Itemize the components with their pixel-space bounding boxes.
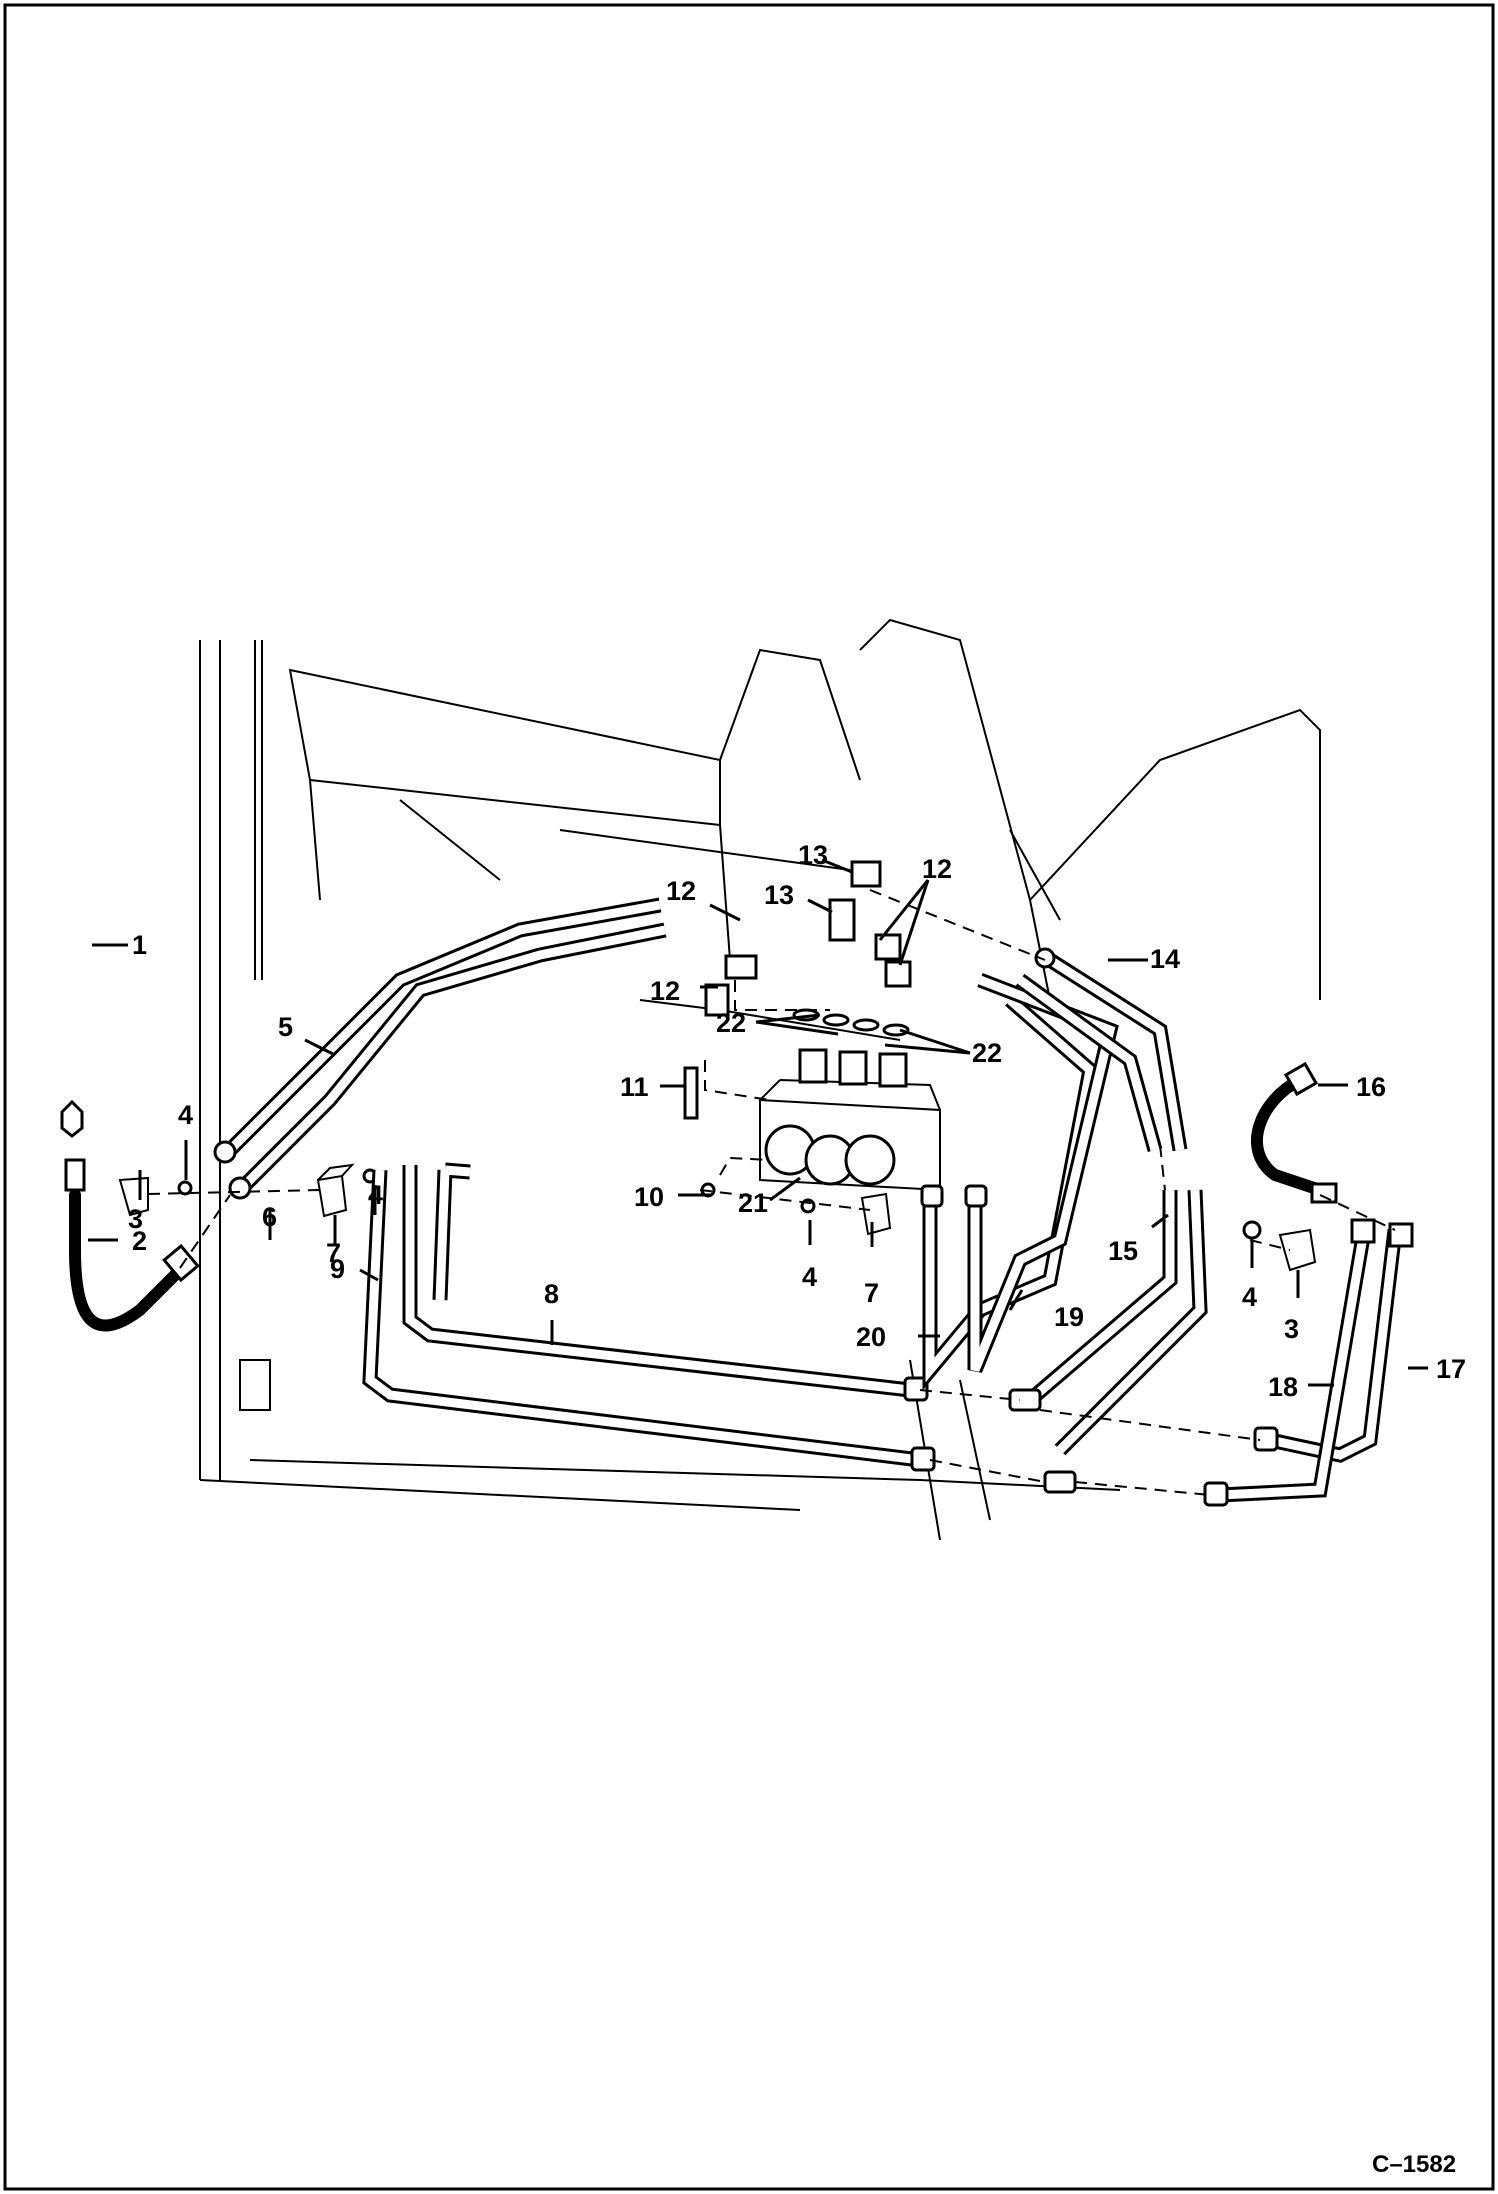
callout-20: 20 bbox=[856, 1322, 886, 1352]
diagram-border bbox=[3, 3, 1495, 2191]
callout-12-right: 12 bbox=[922, 854, 952, 884]
alignment-lines bbox=[147, 889, 1396, 1496]
callout-22-left: 22 bbox=[716, 1008, 746, 1038]
callout-4-right: 4 bbox=[1242, 1282, 1257, 1312]
callout-3-right: 3 bbox=[1284, 1314, 1299, 1344]
callout-17: 17 bbox=[1436, 1354, 1466, 1384]
callout-21: 21 bbox=[738, 1188, 768, 1218]
callout-22-right: 22 bbox=[972, 1038, 1002, 1068]
callout-13-lower: 13 bbox=[764, 880, 794, 910]
hose-end-fitting bbox=[64, 1158, 86, 1192]
callout-18: 18 bbox=[1268, 1372, 1298, 1402]
tubes-14-19-20 bbox=[920, 947, 1188, 1391]
callout-13-top: 13 bbox=[798, 840, 828, 870]
callout-15: 15 bbox=[1108, 1236, 1138, 1266]
elbow-fitting-13b bbox=[828, 898, 856, 942]
callout-7-right: 7 bbox=[864, 1278, 879, 1308]
hose-end-fitting-2 bbox=[162, 1243, 200, 1283]
bolt-11 bbox=[683, 1066, 699, 1120]
callout-12-lower: 12 bbox=[650, 976, 680, 1006]
callout-2: 2 bbox=[132, 1226, 147, 1256]
callout-12-top: 12 bbox=[666, 876, 696, 906]
callout-4-mid: 4 bbox=[368, 1180, 383, 1210]
elbow-fitting-12b bbox=[704, 983, 730, 1017]
cap-fitting bbox=[60, 1099, 84, 1138]
hydraulic-hose-right bbox=[1251, 1074, 1326, 1196]
fitting-12d bbox=[884, 960, 912, 988]
loader-frame-structure bbox=[199, 618, 1321, 1541]
nut-left bbox=[177, 1180, 193, 1196]
callout-19: 19 bbox=[1054, 1302, 1084, 1332]
callout-5: 5 bbox=[278, 1012, 293, 1042]
callout-4-left: 4 bbox=[178, 1100, 193, 1130]
leader-lines bbox=[88, 858, 1428, 1387]
callout-14: 14 bbox=[1150, 944, 1180, 974]
callout-7-left: 7 bbox=[326, 1238, 341, 1268]
elbow-fitting-12a bbox=[724, 954, 758, 980]
callout-6: 6 bbox=[262, 1202, 277, 1232]
figure-code: C–1582 bbox=[1372, 2151, 1456, 2178]
right-hose-assembly bbox=[1242, 1061, 1414, 1272]
callout-3-left: 3 bbox=[128, 1204, 143, 1234]
callout-11: 11 bbox=[620, 1072, 649, 1102]
tube-5-6 bbox=[213, 897, 667, 1200]
tubes-15-17-18 bbox=[1008, 1189, 1403, 1507]
tubes-8-9 bbox=[362, 1162, 936, 1472]
callout-16: 16 bbox=[1356, 1072, 1386, 1102]
callout-10: 10 bbox=[634, 1182, 664, 1212]
callout-8: 8 bbox=[544, 1279, 559, 1309]
left-hose-assembly bbox=[60, 1099, 200, 1332]
control-valve bbox=[759, 1048, 941, 1192]
hydraulic-hose-left bbox=[69, 1189, 186, 1332]
valve-fittings bbox=[683, 860, 912, 1120]
callout-1: 1 bbox=[132, 930, 147, 960]
callout-labels: 1 2 3 3 4 4 4 4 5 6 7 7 8 9 10 11 12 12 … bbox=[128, 840, 1466, 1402]
callout-9: 9 bbox=[330, 1254, 345, 1284]
callout-4-valve: 4 bbox=[802, 1262, 817, 1292]
elbow-fitting-13a bbox=[850, 860, 882, 888]
